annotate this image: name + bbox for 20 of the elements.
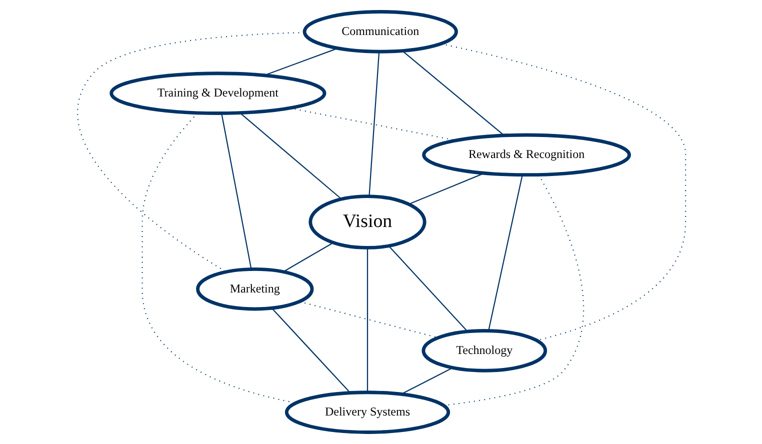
connector [239, 112, 342, 200]
node-ellipse: Marketing [196, 267, 314, 311]
connector [271, 308, 350, 393]
connector [400, 367, 452, 395]
connector [366, 248, 368, 392]
connector [264, 48, 338, 76]
node-ellipse: Technology [421, 329, 547, 372]
connector [141, 112, 296, 404]
node-ellipse: Communication [302, 10, 458, 54]
connector [368, 52, 380, 196]
connector [408, 172, 484, 205]
connector [282, 242, 334, 272]
connector [402, 50, 504, 136]
node-ellipse: Rewards & Recognition [422, 133, 630, 177]
node-ellipse: Training & Development [109, 72, 326, 115]
connector [388, 245, 468, 332]
node-ellipse: Vision [308, 194, 426, 250]
connector [220, 113, 252, 270]
connector [488, 174, 522, 331]
node-ellipse: Delivery Systems [284, 390, 450, 434]
